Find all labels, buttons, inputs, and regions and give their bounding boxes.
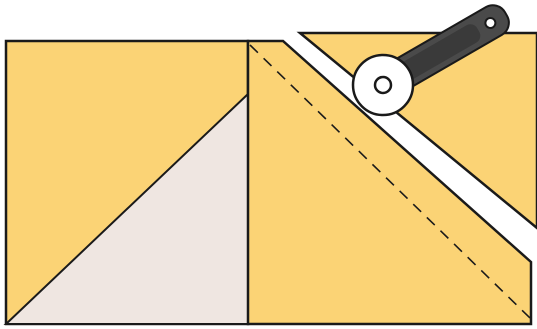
rotary-cutter-hub xyxy=(375,77,391,93)
left-half-square-triangle-block xyxy=(6,41,248,324)
